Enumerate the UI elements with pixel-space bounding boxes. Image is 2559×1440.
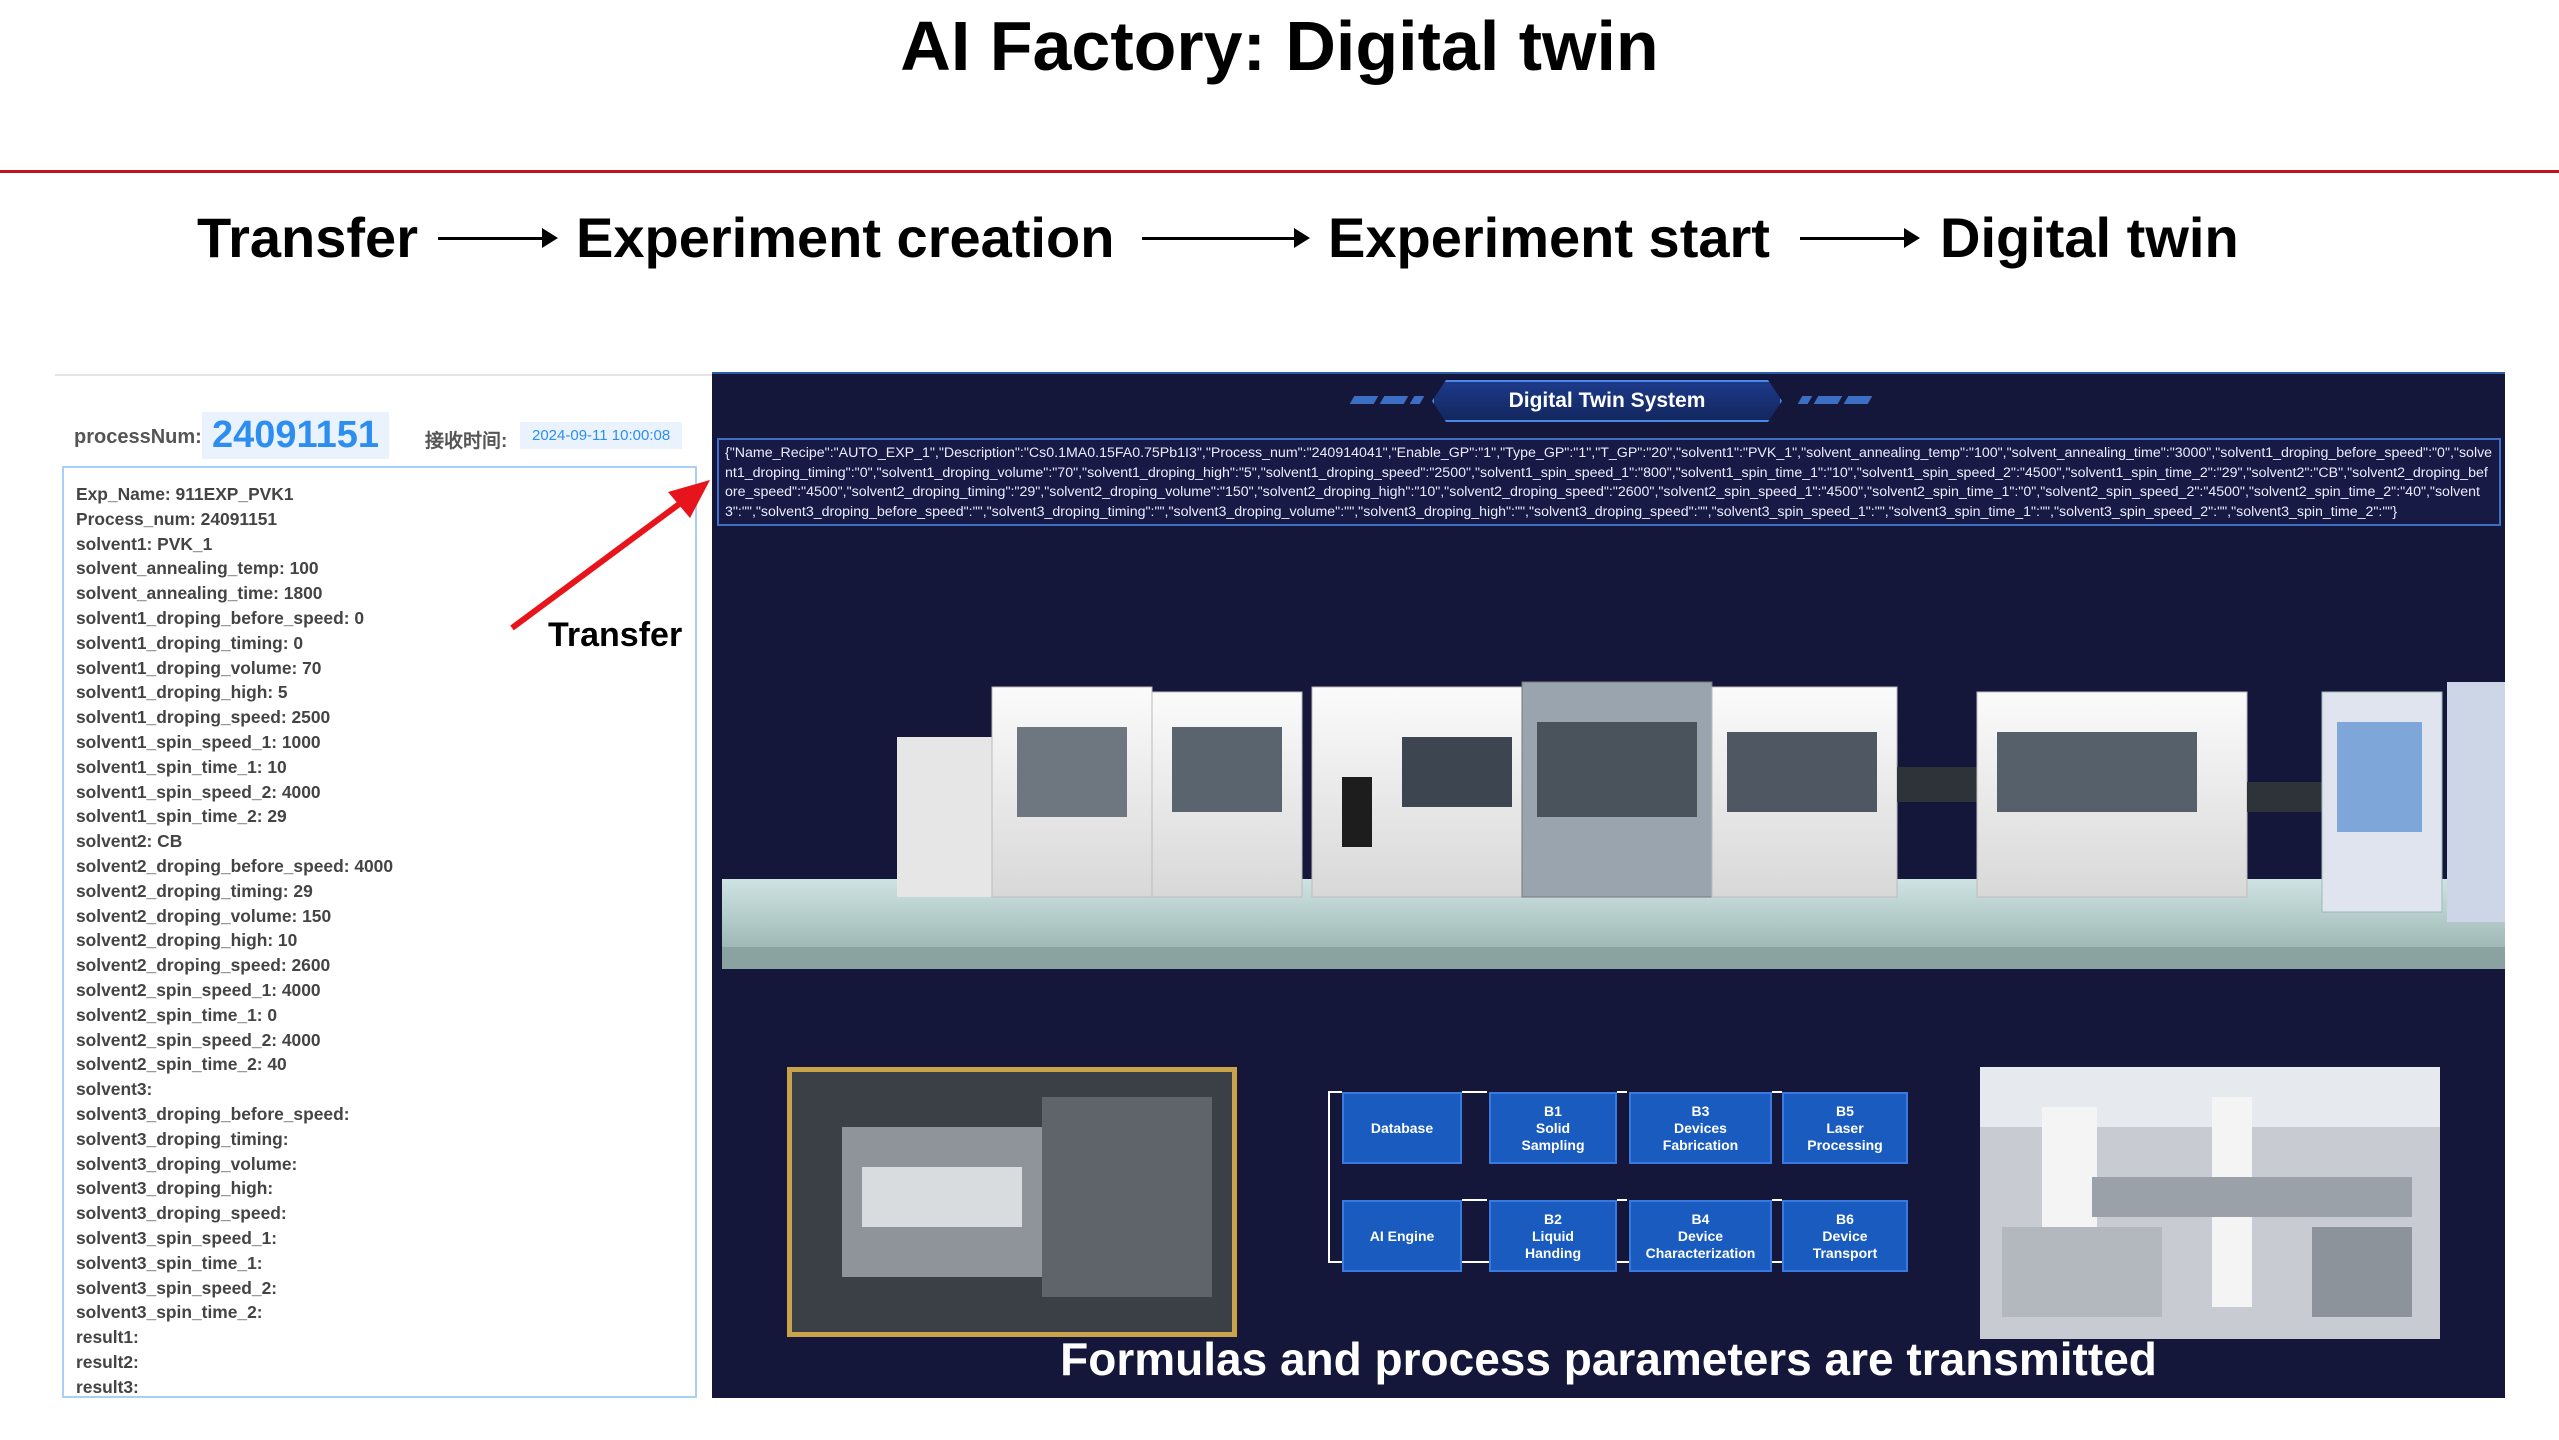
- flow-arrow-icon: [1800, 228, 1920, 248]
- parameter-item: solvent2_spin_speed_2: 4000: [76, 1029, 321, 1050]
- parameter-item: Process_num: 24091151: [76, 508, 278, 529]
- parameter-item: solvent1_spin_speed_2: 4000: [76, 781, 321, 802]
- parameter-item: solvent3_droping_volume:: [76, 1153, 298, 1174]
- flow-arrow-icon: [438, 228, 558, 248]
- transfer-annotation: Transfer: [548, 616, 683, 654]
- flow-arrow-icon: [1142, 228, 1310, 248]
- twin-header-line: [712, 372, 2505, 374]
- header-decoration: [1797, 396, 1813, 404]
- flow-box-ai-engine: AI Engine: [1342, 1200, 1462, 1272]
- parameter-item: solvent3:: [76, 1079, 153, 1100]
- parameter-item: solvent3_spin_time_2:: [76, 1302, 263, 1323]
- title-divider: [0, 170, 2559, 173]
- parameter-item: solvent2_droping_timing: 29: [76, 880, 313, 901]
- parameter-item: solvent2_spin_speed_1: 4000: [76, 979, 321, 1000]
- header-decoration: [1843, 396, 1873, 404]
- parameter-item: result1:: [76, 1327, 139, 1348]
- flow-step-digital-twin: Digital twin: [1940, 206, 2239, 269]
- parameter-item: solvent1_spin_time_1: 10: [76, 756, 287, 777]
- flow-step-experiment-creation: Experiment creation: [576, 206, 1115, 269]
- header-decoration: [1813, 396, 1843, 404]
- parameter-item: result3:: [76, 1376, 139, 1397]
- transfer-arrow-icon: [510, 480, 710, 631]
- parameter-item: solvent2_droping_high: 10: [76, 930, 298, 951]
- parameter-item: solvent2_spin_time_1: 0: [76, 1004, 278, 1025]
- twin-system-title: Digital Twin System: [1432, 380, 1782, 422]
- header-decoration: [1379, 396, 1409, 404]
- flow-box-database: Database: [1342, 1092, 1462, 1164]
- header-decoration: [1409, 396, 1425, 404]
- parameter-item: solvent1_spin_speed_1: 1000: [76, 731, 321, 752]
- header-decoration: [1349, 396, 1379, 404]
- panel-divider: [55, 374, 715, 376]
- parameter-item: solvent3_spin_speed_2:: [76, 1277, 278, 1298]
- parameter-item: solvent2_spin_time_2: 40: [76, 1054, 287, 1075]
- receive-time-value: 2024-09-11 10:00:08: [520, 422, 683, 449]
- parameter-item: solvent_annealing_temp: 100: [76, 558, 319, 579]
- flow-step-experiment-start: Experiment start: [1328, 206, 1770, 269]
- parameter-item: solvent1_droping_speed: 2500: [76, 707, 331, 728]
- parameter-item: solvent_annealing_time: 1800: [76, 583, 323, 604]
- parameter-item: solvent3_spin_speed_1:: [76, 1227, 278, 1248]
- parameter-item: solvent1_droping_timing: 0: [76, 632, 304, 653]
- process-num-value: 24091151: [202, 412, 389, 459]
- process-num-label: processNum:: [74, 426, 202, 448]
- recipe-json-text: {"Name_Recipe":"AUTO_EXP_1","Description…: [725, 445, 2493, 520]
- parameter-item: solvent2_droping_volume: 150: [76, 905, 332, 926]
- parameter-item: solvent1: PVK_1: [76, 533, 213, 554]
- transmission-caption: Formulas and process parameters are tran…: [1060, 1333, 2157, 1385]
- parameter-item: solvent1_droping_before_speed: 0: [76, 607, 364, 628]
- parameter-item: solvent1_droping_volume: 70: [76, 657, 322, 678]
- parameter-item: solvent2_droping_speed: 2600: [76, 955, 331, 976]
- render-view-image: [1980, 1067, 2440, 1339]
- parameter-item: solvent3_droping_before_speed:: [76, 1103, 350, 1124]
- parameter-item: solvent3_droping_speed:: [76, 1203, 287, 1224]
- digital-twin-panel: Digital Twin System {"Name_Recipe":"AUTO…: [712, 372, 2505, 1398]
- flow-step-transfer: Transfer: [197, 206, 418, 269]
- parameter-item: solvent3_droping_high:: [76, 1178, 274, 1199]
- parameter-item: solvent3_droping_timing:: [76, 1128, 289, 1149]
- parameter-item: solvent3_spin_time_1:: [76, 1252, 263, 1273]
- receive-time-label: 接收时间:: [425, 431, 508, 452]
- parameter-item: solvent1_spin_time_2: 29: [76, 806, 287, 827]
- slide-title: AI Factory: Digital twin: [900, 7, 1659, 85]
- parameter-item: result2:: [76, 1351, 139, 1372]
- machine-row: [897, 681, 2505, 922]
- parameter-item: solvent2: CB: [76, 831, 183, 852]
- recipe-json-box[interactable]: {"Name_Recipe":"AUTO_EXP_1","Description…: [717, 438, 2501, 526]
- parameter-item: solvent2_droping_before_speed: 4000: [76, 855, 394, 876]
- factory-3d-scene[interactable]: [712, 527, 2505, 1387]
- camera-feed-image: [787, 1067, 1237, 1337]
- parameter-item: Exp_Name: 911EXP_PVK1: [76, 484, 294, 504]
- parameter-item: solvent1_droping_high: 5: [76, 682, 288, 703]
